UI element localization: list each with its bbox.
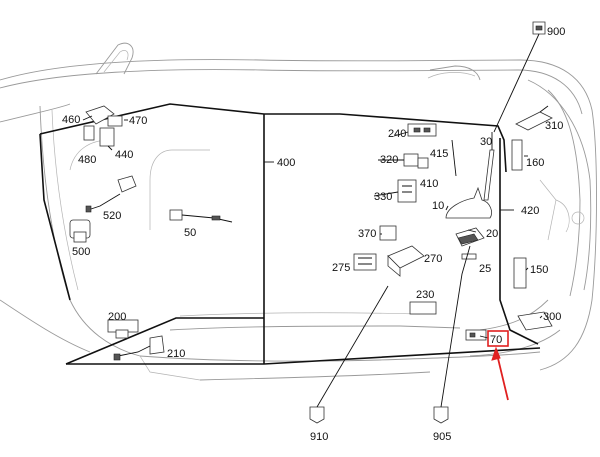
- label-410: 410: [420, 178, 438, 190]
- highlight-box: [487, 330, 509, 347]
- label-300: 300: [543, 311, 561, 323]
- part-150: [513, 257, 527, 289]
- part-300: [517, 311, 553, 331]
- label-480: 480: [78, 154, 96, 166]
- label-50: 50: [184, 227, 196, 239]
- label-905: 905: [433, 431, 451, 443]
- part-310: [515, 105, 553, 131]
- part-30: [483, 132, 495, 201]
- label-25: 25: [479, 263, 491, 275]
- part-labels: 900 460 470 480 440 240 30 310 415 320 4…: [62, 26, 565, 443]
- label-150: 150: [530, 264, 548, 276]
- highlight-70: [487, 330, 509, 401]
- label-910: 910: [310, 431, 328, 443]
- label-275: 275: [332, 262, 350, 274]
- label-270: 270: [424, 253, 442, 265]
- label-520: 520: [103, 210, 121, 222]
- part-25: [461, 253, 477, 260]
- label-900: 900: [547, 26, 565, 38]
- connector-icons: [309, 21, 546, 424]
- part-200-210: [107, 319, 165, 361]
- red-arrowhead: [491, 346, 501, 361]
- part-70: [465, 329, 487, 341]
- label-10: 10: [432, 200, 444, 212]
- label-310: 310: [545, 120, 563, 132]
- part-160: [511, 139, 523, 171]
- connector-900-icon: [493, 21, 546, 133]
- label-70: 70: [490, 334, 502, 346]
- label-470: 470: [129, 115, 147, 127]
- part-415: [451, 139, 457, 177]
- label-320: 320: [380, 154, 398, 166]
- part-500: [69, 219, 91, 243]
- connector-905-icon: [433, 245, 471, 424]
- part-320-410: [403, 153, 429, 169]
- part-275: [353, 253, 377, 271]
- part-330: [397, 179, 417, 203]
- connector-910-icon: [309, 285, 389, 424]
- harness-lines: [39, 103, 541, 365]
- part-230: [409, 301, 437, 315]
- label-20: 20: [486, 228, 498, 240]
- part-10: [445, 186, 492, 219]
- label-400: 400: [277, 157, 295, 169]
- label-415: 415: [430, 148, 448, 160]
- label-30: 30: [480, 136, 492, 148]
- label-210: 210: [167, 348, 185, 360]
- part-460-470-480-440: [82, 105, 128, 151]
- label-370: 370: [358, 228, 376, 240]
- part-270: [387, 245, 425, 277]
- label-440: 440: [115, 149, 133, 161]
- leader-lines: [373, 131, 543, 339]
- part-50: [169, 209, 233, 223]
- label-230: 230: [416, 289, 434, 301]
- label-160: 160: [526, 157, 544, 169]
- part-240: [407, 123, 437, 137]
- label-240: 240: [388, 128, 406, 140]
- label-420: 420: [521, 205, 539, 217]
- label-460: 460: [62, 114, 80, 126]
- components: [69, 105, 553, 361]
- label-500: 500: [72, 246, 90, 258]
- label-200: 200: [108, 311, 126, 323]
- label-330: 330: [374, 191, 392, 203]
- part-370: [379, 225, 397, 241]
- part-520: [85, 175, 137, 213]
